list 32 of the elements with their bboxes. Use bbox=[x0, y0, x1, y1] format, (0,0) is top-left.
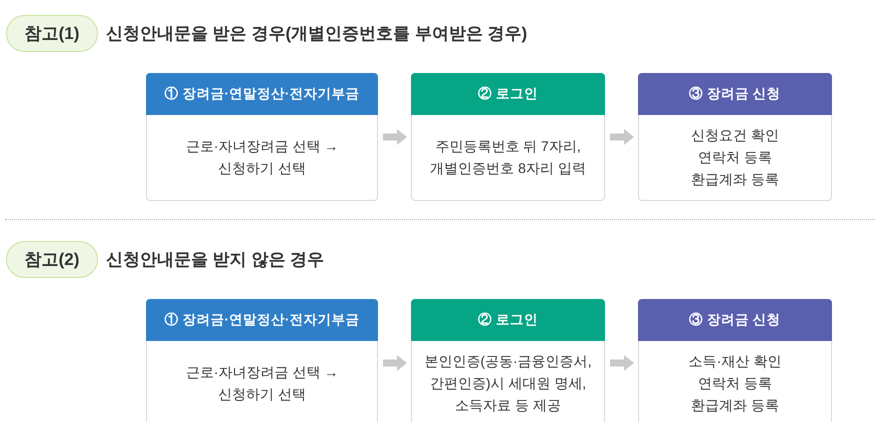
arrow bbox=[610, 129, 634, 145]
step-card bbox=[411, 73, 605, 201]
section-pill bbox=[6, 241, 98, 278]
step-card bbox=[146, 73, 378, 201]
step-description: 근로·자녀장려금 선택 → 신청하기 선택 bbox=[184, 363, 340, 404]
step-card bbox=[146, 299, 378, 422]
step-description: 주민등록번호 뒤 7자리, 개별인증번호 8자리 입력 bbox=[429, 137, 587, 178]
step-description: 본인인증(공동·금융인증서, 간편인증)시 세대원 명세, 소득자료 등 제공 bbox=[423, 352, 593, 415]
section-number-text: 참고(1) bbox=[24, 23, 80, 45]
arrow bbox=[383, 355, 407, 371]
step-description: 연락처 등록 bbox=[698, 148, 772, 167]
step-card bbox=[638, 299, 832, 422]
step-description: 신청요건 확인 bbox=[691, 126, 779, 145]
section-heading: 신청안내문을 받은 경우(개별인증번호를 부여받은 경우) bbox=[106, 23, 528, 45]
step-card bbox=[411, 299, 605, 422]
step-title: ② 로그인 bbox=[478, 85, 538, 103]
section-pill bbox=[6, 15, 98, 52]
step-description: 환급계좌 등록 bbox=[691, 170, 779, 189]
step-title: ③ 장려금 신청 bbox=[689, 85, 781, 103]
step-description: 소득·재산 확인 bbox=[688, 352, 782, 371]
arrow bbox=[383, 129, 407, 145]
step-title: ② 로그인 bbox=[478, 311, 538, 329]
step-title: ① 장려금·연말정산·전자기부금 bbox=[164, 85, 360, 103]
section-heading: 신청안내문을 받지 않은 경우 bbox=[106, 249, 324, 271]
step-description: 환급계좌 등록 bbox=[691, 396, 779, 415]
step-card bbox=[638, 73, 832, 201]
step-description: 연락처 등록 bbox=[698, 374, 772, 393]
step-description: 근로·자녀장려금 선택 → 신청하기 선택 bbox=[184, 137, 340, 178]
step-title: ① 장려금·연말정산·전자기부금 bbox=[164, 311, 360, 329]
step-title: ③ 장려금 신청 bbox=[689, 311, 781, 329]
arrow bbox=[610, 355, 634, 371]
section-number-text: 참고(2) bbox=[24, 249, 80, 271]
